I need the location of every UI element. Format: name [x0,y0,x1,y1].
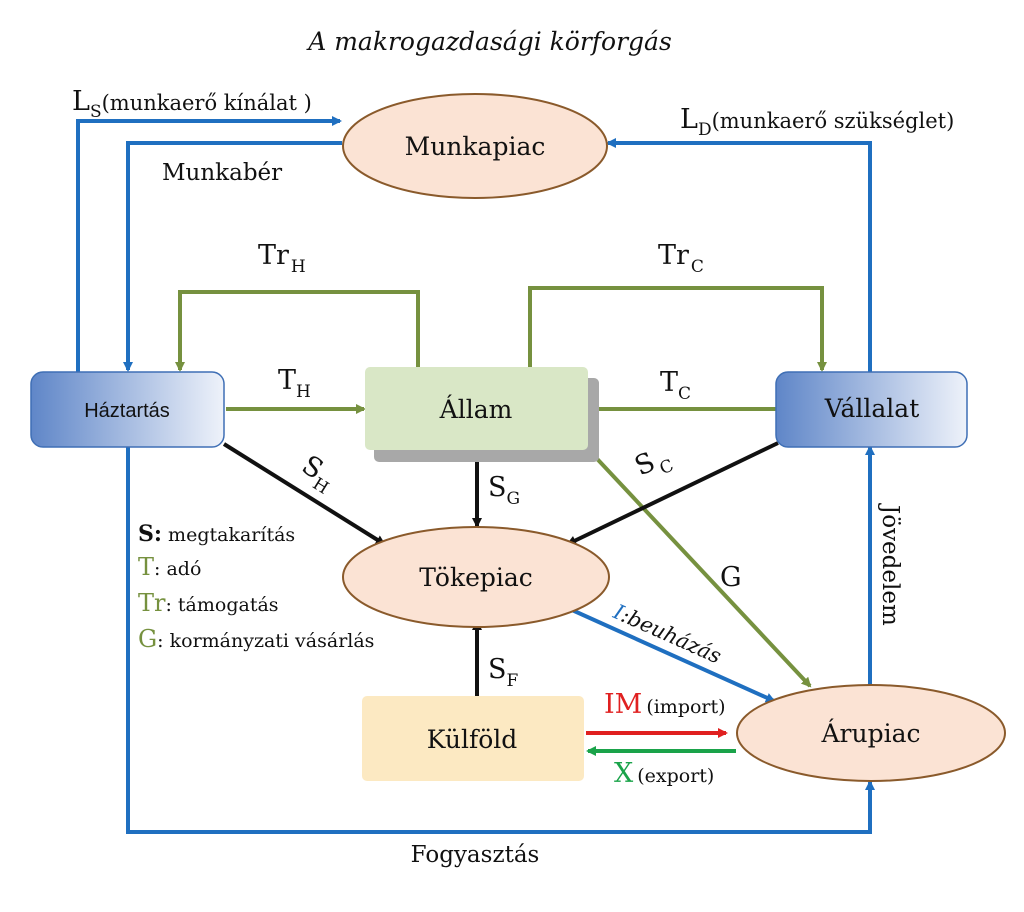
sh-arrow [222,442,386,546]
sf-label: SF [488,654,519,691]
node-vallalat: Vállalat [775,371,968,448]
node-tokepiac: Tökepiac [342,526,610,628]
g-arrow [584,445,812,688]
allam-label: Állam [439,395,513,424]
th-label: TH [278,365,311,402]
jovedelem-label: Jövedelem [877,503,903,626]
fogyasztas-label: Fogyasztás [411,842,540,868]
kulfold-label: Külföld [427,725,518,754]
munkaber-label: Munkabér [162,160,282,186]
node-kulfold: Külföld [362,696,584,781]
svg-text:SC: SC [630,440,677,488]
node-arupiac: Árupiac [736,684,1006,782]
legend-item-t: T: adó [138,553,201,581]
investment-arrow [571,608,776,703]
arupiac-label: Árupiac [820,719,920,748]
ls-label: LS(munkaerő kínálat ) [72,86,312,122]
tokepiac-label: Tökepiac [419,563,533,592]
legend-item-g: G: kormányzati vásárlás [138,625,374,653]
legend-item-s: S: megtakarítás [138,521,295,547]
node-munkapiac: Munkapiac [342,93,608,199]
sc-label: SC [630,440,677,488]
vallalat-label: Vállalat [824,394,920,423]
legend: S: megtakarítás T: adó Tr: támogatás G: … [138,521,374,653]
ls-arrow [76,116,342,372]
fogyasztas-arrow [126,447,875,834]
trh-arrow [175,290,420,372]
munkapiac-label: Munkapiac [405,132,546,161]
svg-text:Jövedelem: Jövedelem [877,503,903,626]
node-haztartas: Háztartás [30,371,225,448]
g-label: G [720,562,742,593]
node-allam: Állam [365,367,599,462]
diagram-title: A makrogazdasági körforgás [306,27,672,56]
ld-arrow [606,138,872,372]
export-label: X(export) [614,758,714,789]
ld-label: LD(munkaerő szükséglet) [680,104,954,140]
import-label: IM(import) [604,689,726,720]
trc-arrow [528,286,827,372]
legend-item-tr: Tr: támogatás [138,589,279,617]
tc-label: TC [660,367,691,404]
sc-arrow [566,441,779,546]
sg-label: SG [488,472,520,509]
haztartas-label: Háztartás [84,400,170,422]
munkaber-arrow [123,141,342,372]
